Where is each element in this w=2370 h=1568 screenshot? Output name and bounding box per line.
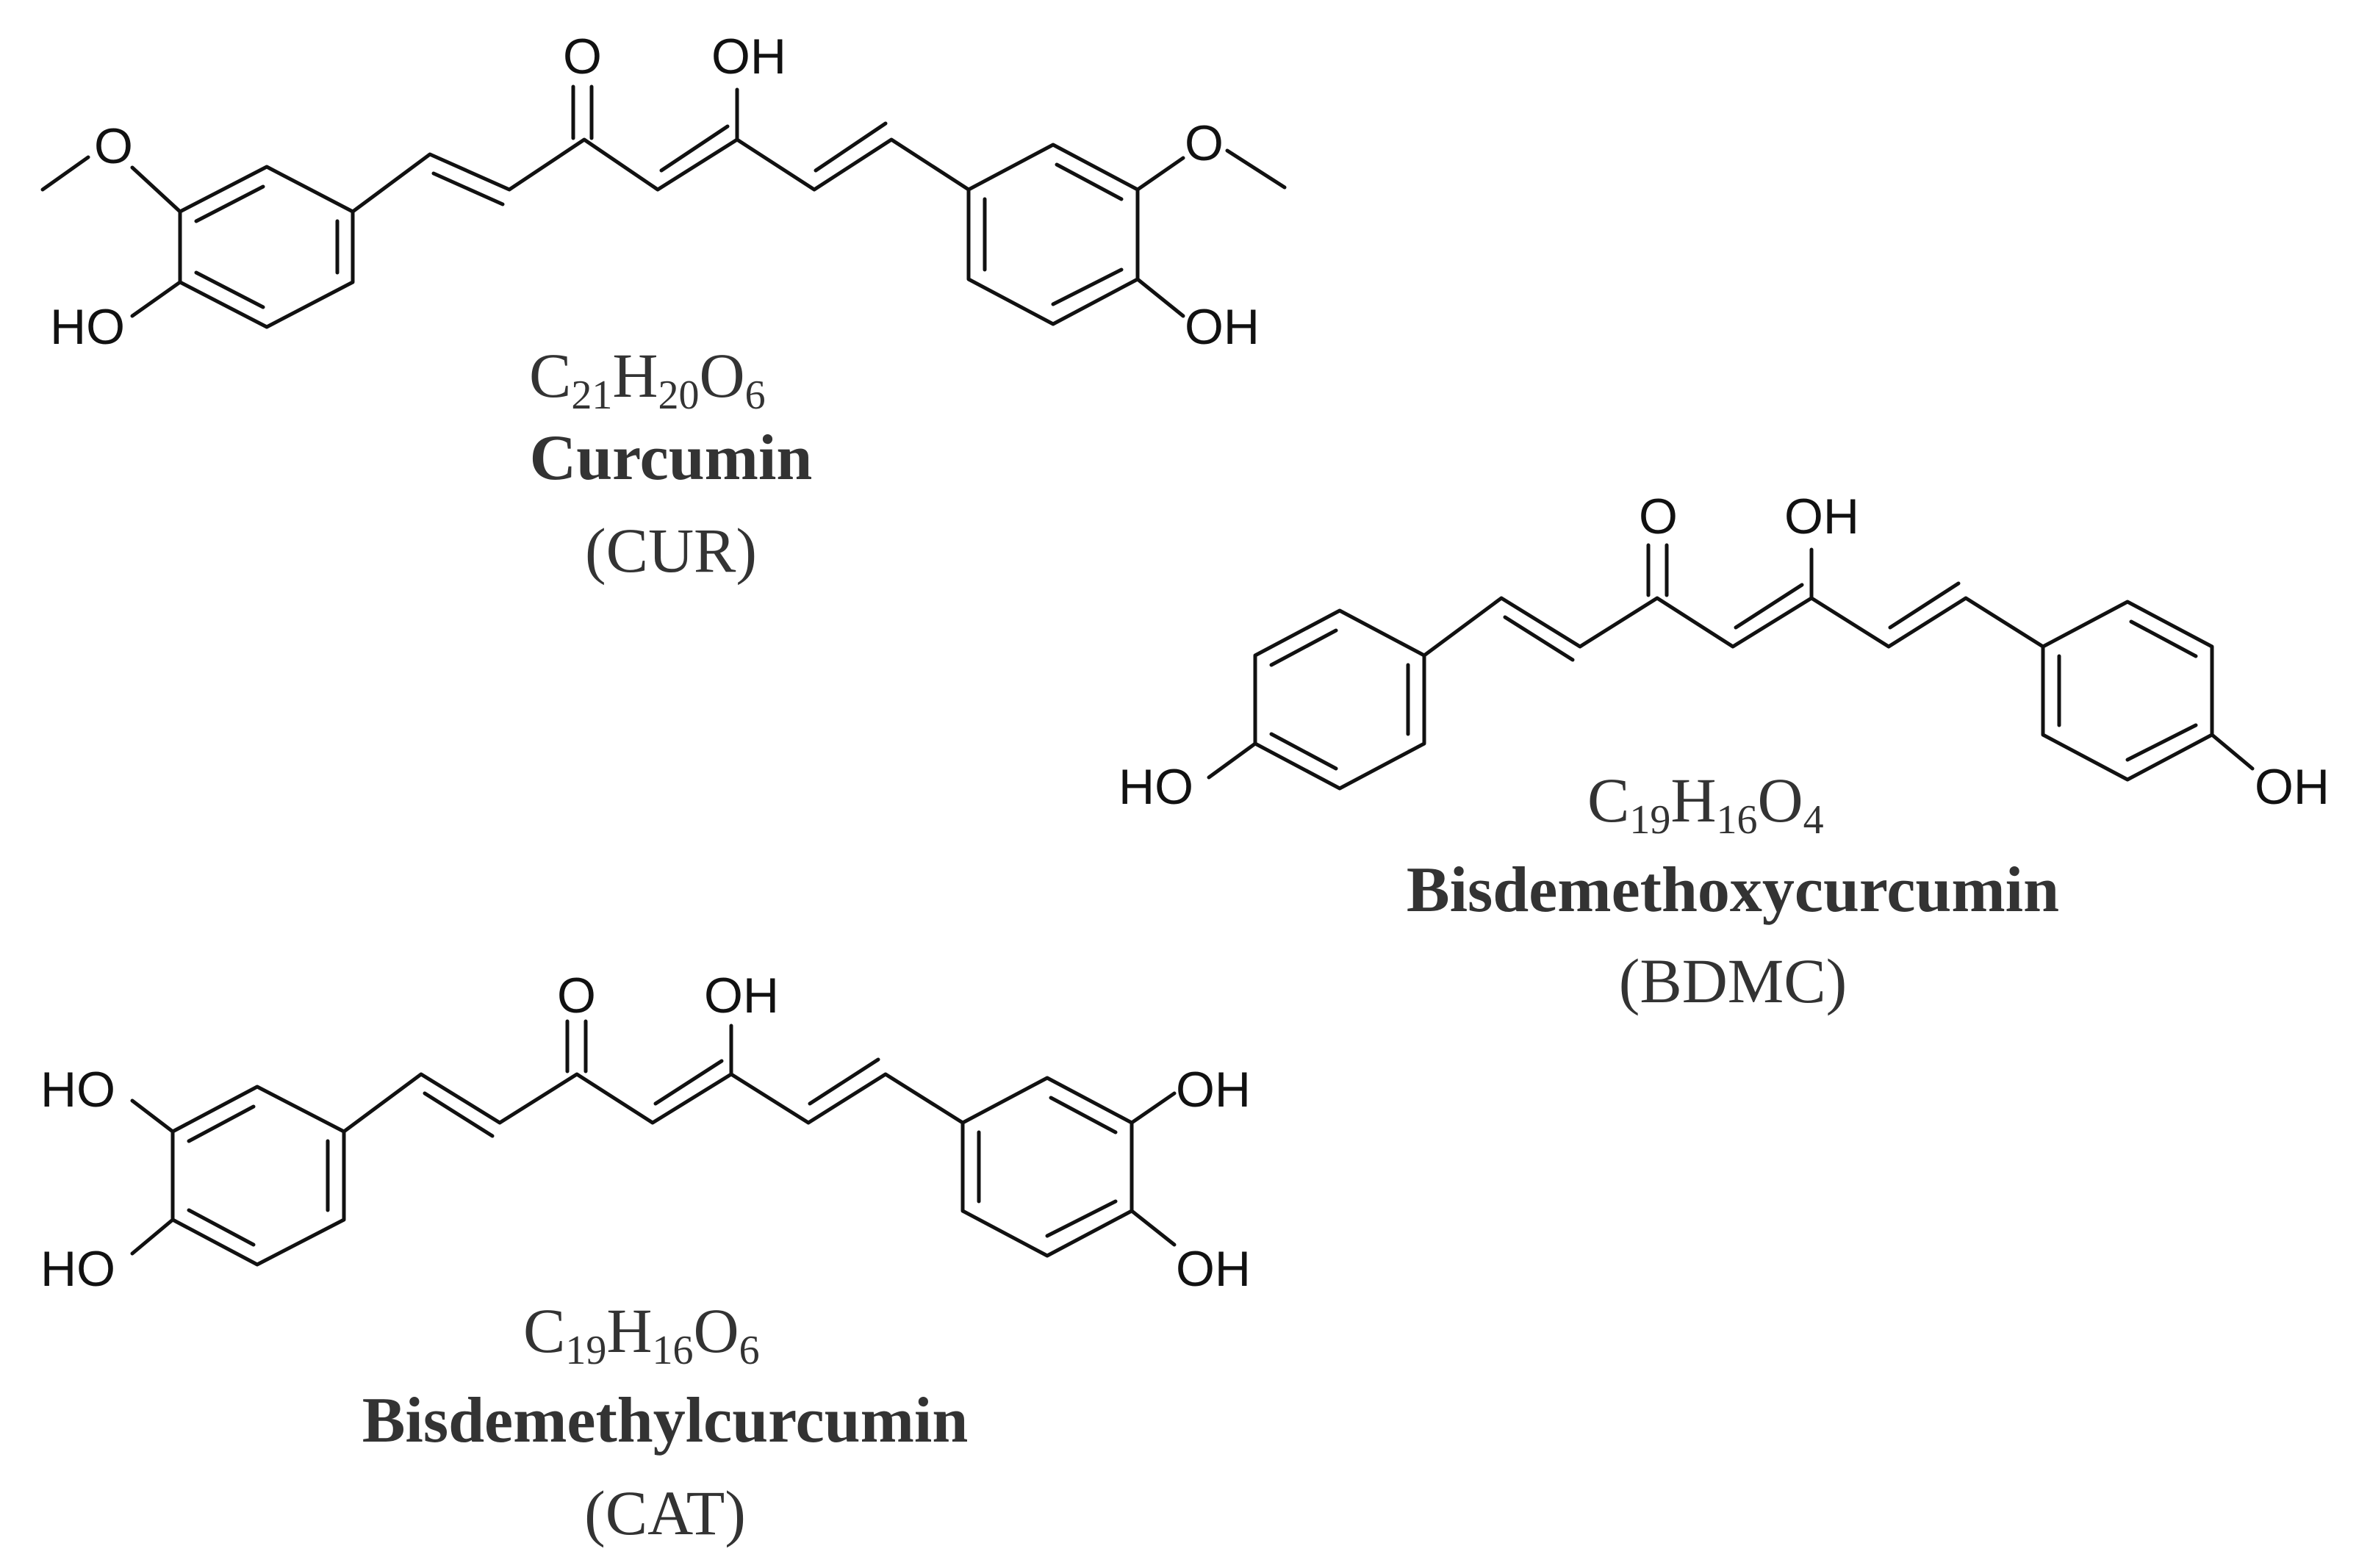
carbonyl-oxygen-label: O: [557, 968, 596, 1024]
compound-abbreviation: (BDMC): [1619, 946, 1847, 1016]
enol-hydroxyl-label: OH: [1784, 489, 1859, 544]
hydroxyl-label-upper-left: HO: [40, 1062, 115, 1118]
enol-hydroxyl-label: OH: [704, 968, 779, 1024]
carbonyl-oxygen-label: O: [1639, 489, 1678, 544]
compound-abbreviation: (CUR): [585, 515, 757, 586]
curcumin-structure: O HO O OH O OH C21H20O6 Curcum: [40, 29, 1287, 586]
bisdemethylcurcumin-structure: HO HO O OH OH OH C19H16O6 Bisdemeth: [40, 968, 1251, 1548]
hydroxyl-label-right: OH: [2255, 759, 2330, 815]
heptadienone-chain: [1422, 543, 2045, 662]
hydroxyl-label-lower-left: HO: [40, 1241, 115, 1297]
hydroxyl-label-left: HO: [1118, 759, 1193, 815]
methoxy-oxygen-label-right: O: [1185, 115, 1224, 171]
right-benzene-ring: [966, 143, 1140, 326]
right-benzene-ring: [2041, 600, 2214, 782]
left-benzene-ring: [170, 1085, 346, 1267]
compound-name: Bisdemethoxycurcumin: [1407, 855, 2059, 926]
left-benzene-ring: [178, 165, 355, 329]
hydroxyl-label-left: HO: [50, 299, 125, 355]
compound-name: Curcumin: [530, 422, 813, 494]
formula: C19H16O4: [1587, 765, 1824, 843]
hydroxyl-label-upper-right: OH: [1176, 1062, 1251, 1118]
heptadienone-chain: [342, 1019, 965, 1138]
hydroxyl-label-lower-right: OH: [1176, 1241, 1251, 1297]
enol-hydroxyl-label: OH: [711, 29, 786, 84]
bisdemethoxycurcumin-structure: HO O OH OH C19H16O4 Bisdemethoxycurcumin…: [1118, 489, 2330, 1016]
heptadienone-chain: [351, 84, 971, 214]
compound-name: Bisdemethylcurcumin: [362, 1385, 969, 1456]
left-benzene-ring: [1253, 608, 1426, 791]
compound-abbreviation: (CAT): [584, 1478, 746, 1548]
methoxy-oxygen-label-left: O: [94, 118, 133, 174]
formula: C19H16O6: [523, 1295, 760, 1373]
hydroxyl-label-right: OH: [1185, 299, 1260, 355]
formula: C21H20O6: [529, 340, 766, 418]
carbonyl-oxygen-label: O: [563, 29, 602, 84]
right-benzene-ring: [960, 1076, 1134, 1258]
